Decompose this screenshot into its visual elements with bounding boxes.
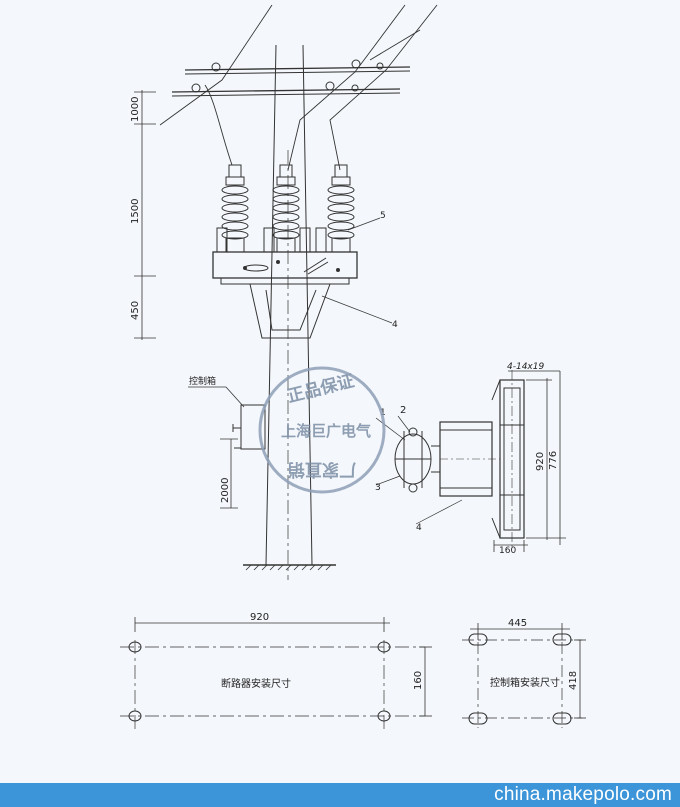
side-view-bracket: [394, 370, 566, 552]
watermark-line2: 上海巨广电气: [281, 422, 371, 440]
dim-920-side-label: 920: [535, 452, 546, 471]
dim-2000-label: 2000: [220, 478, 231, 503]
callout-4-side: 4: [416, 523, 422, 533]
dim-1000-label: 1000: [130, 97, 141, 122]
control-mount-width-label: 445: [508, 618, 527, 629]
footer-site-link[interactable]: china.makepolo.com: [494, 784, 672, 805]
callout-4-top: 4: [392, 320, 398, 330]
breaker-mount-height-label: 160: [413, 671, 424, 690]
callout-leaders: [321, 217, 463, 525]
line-conductors: [159, 4, 438, 171]
utility-pole: [243, 44, 336, 580]
control-mount-height-label: 418: [568, 671, 579, 690]
breaker-bracket: [249, 283, 331, 339]
callout-5: 5: [380, 211, 386, 221]
watermark-line3: 厂家直销: [288, 459, 356, 480]
watermark-stamp: 正品保证 上海巨广电气 厂家直销: [258, 366, 386, 494]
breaker-mount-plan: [120, 617, 432, 730]
control-box-label: 控制箱: [189, 375, 216, 387]
breaker-mount-caption: 断路器安装尺寸: [221, 677, 291, 690]
control-mount-plan: [462, 623, 586, 728]
watermark-line1: 正品保证: [285, 370, 356, 407]
footer-bar: china.makepolo.com: [0, 783, 680, 807]
breaker-mount-width-label: 920: [250, 612, 269, 623]
height-dimension-line: [134, 90, 156, 340]
dim-160-bracket-label: 160: [499, 546, 516, 556]
control-box: [188, 386, 266, 509]
dim-450-label: 450: [130, 301, 141, 320]
control-mount-caption: 控制箱安装尺寸: [490, 676, 560, 689]
dim-776-label: 776: [548, 451, 559, 470]
dim-1500-label: 1500: [130, 199, 141, 224]
bracket-holes-label: 4-14x19: [507, 362, 544, 372]
vacuum-breaker: [212, 164, 358, 285]
callout-3: 3: [375, 483, 381, 493]
installation-drawing: 1000 1500 450 2000 920 776 160 4-14x19 控…: [120, 4, 586, 730]
callout-2: 2: [400, 405, 406, 416]
